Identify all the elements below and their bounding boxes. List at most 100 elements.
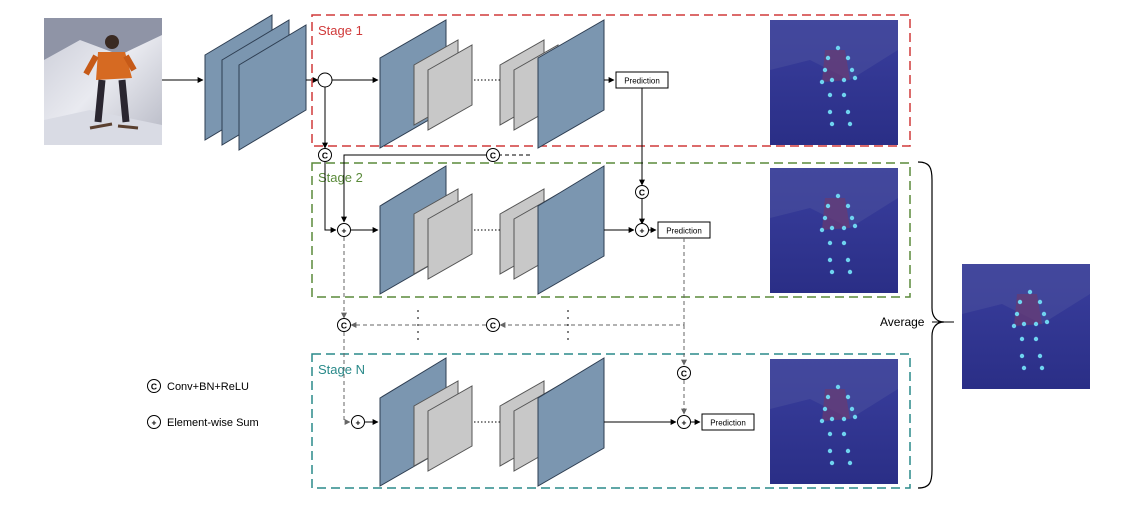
stage-n-label: Stage N — [318, 362, 365, 377]
svg-text:C: C — [151, 382, 157, 392]
svg-text:+: + — [342, 226, 347, 236]
keypoint-dot — [1021, 365, 1027, 371]
heatmap-image — [770, 168, 898, 293]
keypoint-dot — [845, 109, 851, 115]
keypoint-dot — [825, 394, 831, 400]
keypoint-dot — [829, 269, 835, 275]
conv-bn-relu-icon: C — [147, 379, 161, 393]
keypoint-dot — [1019, 336, 1025, 342]
stage-1-label: Stage 1 — [318, 23, 363, 38]
keypoint-dot — [822, 67, 828, 73]
keypoint-dot — [1011, 323, 1017, 329]
keypoint-dot — [1039, 365, 1045, 371]
svg-text:C: C — [681, 369, 687, 379]
element-wise-sum-icon: + — [337, 223, 351, 237]
keypoint-dot — [1044, 319, 1050, 325]
conv-bn-relu-icon: C — [337, 318, 351, 332]
keypoint-dot — [1041, 311, 1047, 317]
keypoint-dot — [1014, 311, 1020, 317]
svg-text:+: + — [640, 226, 645, 236]
stage-2-label: Stage 2 — [318, 170, 363, 185]
keypoint-dot — [845, 257, 851, 263]
keypoint-dot — [825, 55, 831, 61]
keypoint-dot — [827, 257, 833, 263]
svg-text:+: + — [682, 418, 687, 428]
heatmap-image — [962, 264, 1090, 389]
legend-sum-label: Element-wise Sum — [167, 417, 259, 429]
keypoint-dot — [829, 77, 835, 83]
element-wise-sum-icon: + — [147, 415, 161, 429]
keypoint-dot — [827, 92, 833, 98]
keypoint-dot — [825, 203, 831, 209]
stage-2-prediction-label: Prediction — [666, 227, 702, 236]
average-label: Average — [880, 315, 925, 329]
stage-n-box — [311, 353, 911, 489]
stage-2-box — [311, 162, 911, 298]
keypoint-dot — [1033, 321, 1039, 327]
keypoint-dot — [829, 460, 835, 466]
stage-1-feature-maps — [379, 19, 605, 149]
stage-1-prediction-label: Prediction — [624, 77, 660, 86]
keypoint-dot — [841, 240, 847, 246]
keypoint-dot — [827, 240, 833, 246]
svg-text:C: C — [490, 321, 496, 331]
keypoint-dot — [1027, 289, 1033, 295]
keypoint-dot — [845, 55, 851, 61]
keypoint-dot — [819, 418, 825, 424]
keypoint-dot — [819, 227, 825, 233]
keypoint-dot — [841, 225, 847, 231]
keypoint-dot — [852, 223, 858, 229]
keypoint-dot — [852, 75, 858, 81]
keypoint-dot — [845, 448, 851, 454]
svg-text:C: C — [341, 321, 347, 331]
svg-text:C: C — [322, 151, 328, 161]
keypoints — [819, 45, 1050, 466]
keypoint-dot — [819, 79, 825, 85]
keypoint-dot — [822, 406, 828, 412]
keypoint-dot — [1037, 353, 1043, 359]
stage-2-feature-maps — [379, 165, 605, 295]
keypoint-dot — [841, 431, 847, 437]
keypoint-dot — [845, 394, 851, 400]
svg-text:+: + — [356, 418, 361, 428]
svg-text:+: + — [152, 418, 157, 428]
keypoint-dot — [849, 406, 855, 412]
keypoint-dot — [1021, 321, 1027, 327]
conv-bn-relu-icon: C — [486, 318, 500, 332]
keypoint-dot — [849, 67, 855, 73]
conv-bn-relu-icon: C — [635, 185, 649, 199]
keypoint-dot — [845, 203, 851, 209]
element-wise-sum-icon: + — [635, 223, 649, 237]
keypoint-dot — [827, 431, 833, 437]
element-wise-sum-icon: + — [351, 415, 365, 429]
svg-text:C: C — [639, 188, 645, 198]
keypoint-dot — [849, 215, 855, 221]
keypoint-dot — [827, 109, 833, 115]
conv-bn-relu-icon: C — [318, 148, 332, 162]
keypoint-dot — [829, 416, 835, 422]
input-photo — [44, 18, 162, 145]
keypoint-dot — [847, 460, 853, 466]
keypoint-dot — [829, 121, 835, 127]
stage-n-prediction-label: Prediction — [710, 419, 746, 428]
svg-text:C: C — [490, 151, 496, 161]
legend: C Conv+BN+ReLU + Element-wise Sum — [147, 379, 259, 429]
keypoint-dot — [847, 269, 853, 275]
keypoint-dot — [1033, 336, 1039, 342]
keypoint-dot — [841, 77, 847, 83]
keypoint-dot — [829, 225, 835, 231]
stage-n-prediction-box — [701, 413, 755, 431]
keypoint-dot — [835, 45, 841, 51]
keypoint-dot — [1017, 299, 1023, 305]
keypoint-dot — [1037, 299, 1043, 305]
element-wise-sum-icon: + — [677, 415, 691, 429]
keypoint-dot — [822, 215, 828, 221]
keypoint-dot — [1019, 353, 1025, 359]
keypoint-dot — [827, 448, 833, 454]
stage-1-split-node — [317, 72, 333, 88]
keypoint-dot — [841, 92, 847, 98]
keypoint-dot — [835, 384, 841, 390]
conv-bn-relu-icon: C — [677, 366, 691, 380]
conv-bn-relu-icon: C — [486, 148, 500, 162]
